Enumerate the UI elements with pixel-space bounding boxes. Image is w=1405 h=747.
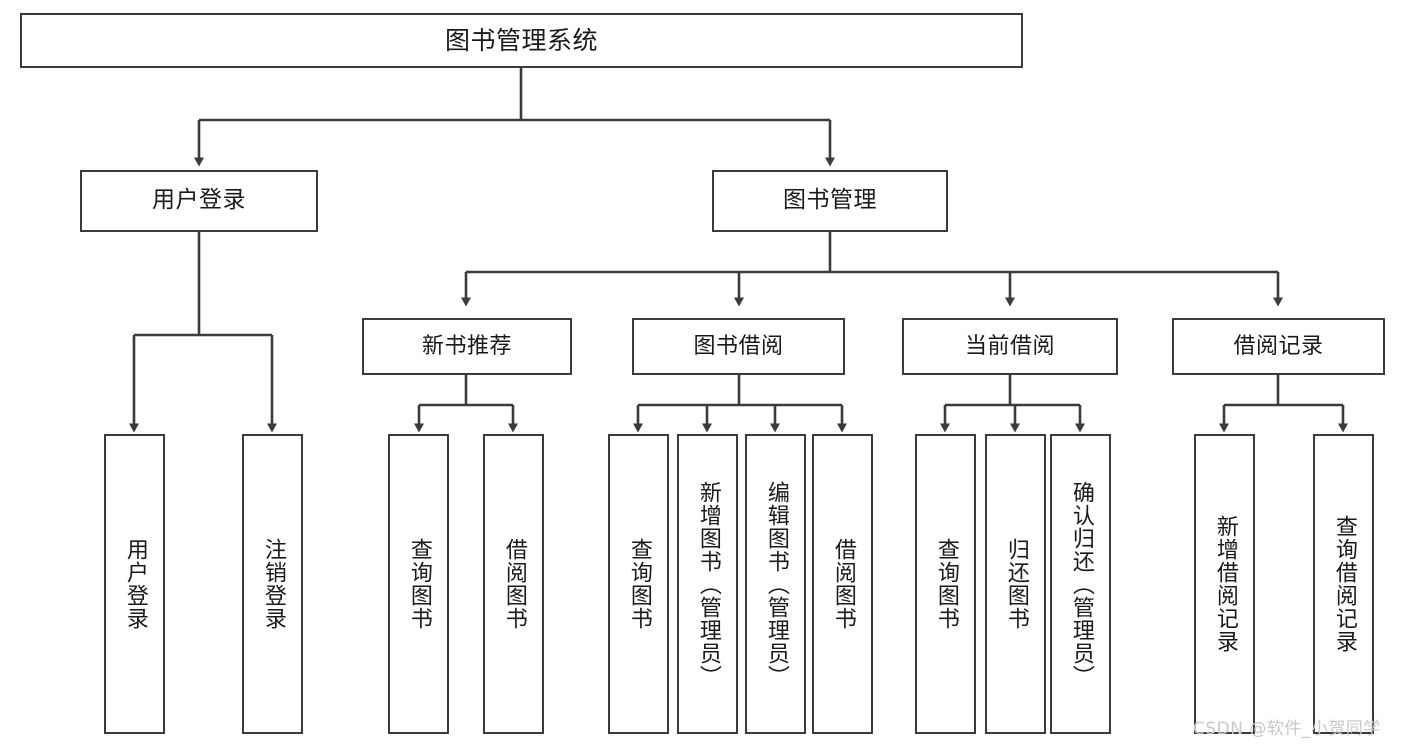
node-label: 用户登录 — [152, 187, 246, 214]
leaf-query-book-current[interactable]: 查询图书 — [915, 434, 976, 734]
leaf-borrow-book[interactable]: 借阅图书 — [812, 434, 873, 734]
leaf-edit-book-admin[interactable]: 编辑图书（管理员） — [745, 434, 806, 734]
node-book-borrow[interactable]: 图书借阅 — [632, 318, 845, 375]
node-label: 查询借阅记录 — [1331, 515, 1357, 653]
leaf-query-borrow-record[interactable]: 查询借阅记录 — [1313, 434, 1374, 734]
node-borrow-record[interactable]: 借阅记录 — [1172, 318, 1385, 375]
leaf-borrow-book-recommend[interactable]: 借阅图书 — [483, 434, 544, 734]
node-label: 注销登录 — [260, 538, 286, 630]
node-user-login[interactable]: 用户登录 — [80, 170, 318, 232]
node-label: 图书管理 — [783, 187, 877, 214]
leaf-query-book-borrow[interactable]: 查询图书 — [608, 434, 669, 734]
leaf-add-book-admin[interactable]: 新增图书（管理员） — [677, 434, 738, 734]
node-label: 编辑图书（管理员） — [763, 480, 789, 688]
leaf-confirm-return-admin[interactable]: 确认归还（管理员） — [1050, 434, 1111, 734]
leaf-add-borrow-record[interactable]: 新增借阅记录 — [1194, 434, 1255, 734]
node-new-book-recommend[interactable]: 新书推荐 — [362, 318, 572, 375]
node-current-borrow[interactable]: 当前借阅 — [902, 318, 1118, 375]
leaf-user-login[interactable]: 用户登录 — [104, 434, 165, 734]
node-label: 归还图书 — [1003, 538, 1029, 630]
node-label: 查询图书 — [406, 538, 432, 630]
node-root-system[interactable]: 图书管理系统 — [20, 13, 1023, 68]
node-label: 借阅记录 — [1233, 333, 1324, 359]
node-label: 新增借阅记录 — [1212, 515, 1238, 653]
node-label: 借阅图书 — [830, 538, 856, 630]
leaf-return-book[interactable]: 归还图书 — [985, 434, 1046, 734]
node-label: 新增图书（管理员） — [695, 480, 721, 688]
csdn-watermark: CSDN @软件_小贺同学 — [1193, 719, 1381, 739]
node-label: 图书借阅 — [693, 333, 784, 359]
leaf-query-book-recommend[interactable]: 查询图书 — [388, 434, 449, 734]
node-label: 用户登录 — [122, 538, 148, 630]
node-label: 当前借阅 — [964, 333, 1055, 359]
node-label: 借阅图书 — [501, 538, 527, 630]
node-book-management[interactable]: 图书管理 — [712, 170, 948, 232]
node-label: 图书管理系统 — [444, 25, 598, 55]
node-label: 查询图书 — [933, 538, 959, 630]
node-label: 确认归还（管理员） — [1068, 480, 1094, 688]
leaf-logout[interactable]: 注销登录 — [242, 434, 303, 734]
node-label: 查询图书 — [626, 538, 652, 630]
node-label: 新书推荐 — [421, 333, 512, 359]
